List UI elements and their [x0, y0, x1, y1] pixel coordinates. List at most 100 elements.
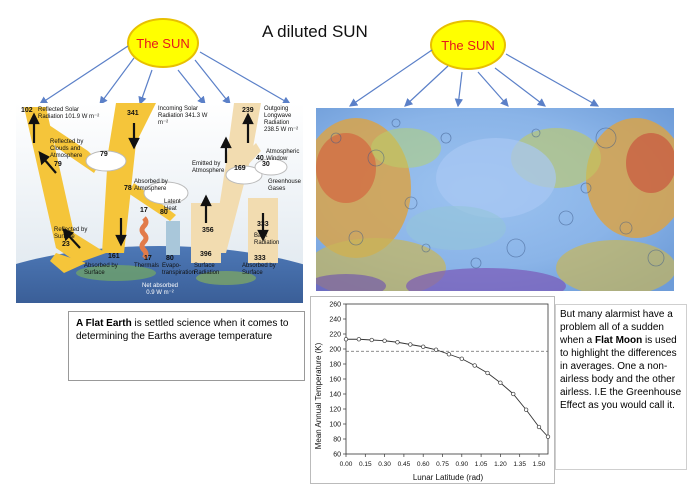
earth-diagram-graphic	[16, 103, 303, 303]
earth-value-239: 239	[242, 107, 254, 114]
temperature-data-point	[545, 434, 551, 439]
temperature-data-point	[369, 337, 374, 343]
greenhouse-gases-label: Greenhouse Gases	[268, 179, 302, 192]
earth-value-169: 169	[234, 165, 246, 172]
temperature-data-point	[382, 338, 387, 343]
temperature-data-point	[472, 363, 477, 368]
emitted-atmosphere-label: Emitted by Atmosphere	[192, 161, 225, 174]
x-tick-label: 1.20	[494, 461, 507, 468]
ray-arrow	[477, 71, 509, 107]
y-tick-label: 60	[333, 452, 341, 459]
back-radiation-label: Back Radiation	[254, 233, 280, 246]
temperature-data-point	[421, 344, 426, 349]
moon-map-graphic	[316, 108, 674, 291]
x-tick-label: 0.75	[436, 461, 449, 468]
latent-heat-label: Latent Heat	[164, 199, 181, 212]
reflected-clouds-label: Reflected by Clouds and Atmosphere	[50, 139, 84, 159]
chart-xlabel: Lunar Latitude (rad)	[413, 473, 484, 482]
reflected-solar-label: Reflected Solar Radiation 101.9 W m⁻²	[38, 107, 100, 120]
earth-value-161: 161	[108, 253, 120, 260]
y-tick-label: 220	[329, 332, 341, 339]
ray-arrow	[199, 51, 292, 105]
y-tick-label: 100	[329, 422, 341, 429]
ray-arrow	[505, 53, 600, 107]
sun-right-label: The SUN	[441, 37, 495, 53]
temperature-data-point	[498, 380, 503, 385]
y-tick-label: 120	[329, 407, 341, 414]
earth-value-17b: 17	[144, 255, 152, 262]
x-tick-label: 0.60	[417, 461, 430, 468]
absorbed-atmosphere-label: Absorbed by Atmosphere	[134, 179, 168, 192]
ray-arrow	[177, 69, 206, 105]
flat-moon-text-1: But many alarmist have a problem all of …	[560, 309, 673, 346]
sun-right: The SUN	[430, 20, 506, 70]
earth-value-79a: 79	[54, 161, 62, 168]
x-tick-label: 0.15	[359, 461, 372, 468]
earth-value-102: 102	[21, 107, 33, 114]
y-tick-label: 240	[329, 317, 341, 324]
temperature-data-point	[485, 370, 490, 376]
y-tick-label: 140	[329, 392, 341, 399]
y-tick-label: 180	[329, 362, 341, 369]
y-tick-label: 80	[333, 437, 341, 444]
flat-earth-textbox: A Flat Earth is settled science when it …	[68, 311, 305, 381]
earth-value-79b: 79	[100, 151, 108, 158]
earth-value-23: 23	[62, 241, 70, 248]
incoming-solar-band	[102, 103, 156, 253]
temperature-data-point	[395, 340, 400, 345]
ray-arrow	[494, 67, 546, 107]
y-tick-label: 160	[329, 377, 341, 384]
temperature-chart: 60 80 100 120 140 160 180 200 220 240 260 0.00 0.15 0…	[310, 296, 555, 484]
flat-earth-text: is settled science when it comes to dete…	[76, 318, 289, 342]
temperature-data-point	[446, 352, 452, 357]
outgoing-longwave-label: Outgoing Longwave Radiation 238.5 W m⁻²	[264, 106, 299, 133]
x-tick-label: 1.05	[475, 461, 488, 468]
flat-moon-textbox: But many alarmist have a problem all of …	[555, 304, 687, 470]
absorbed-surface-label-2: Absorbed by Surface	[242, 263, 276, 276]
reflected-surface-label: Reflected by Surface	[54, 227, 88, 240]
sun-rays	[38, 45, 600, 108]
x-tick-label: 0.90	[455, 461, 468, 468]
ray-arrow	[99, 57, 135, 105]
ray-arrow	[194, 59, 231, 105]
x-tick-label: 1.50	[533, 461, 546, 468]
earth-value-333a: 333	[257, 221, 269, 228]
temperature-data-point	[433, 347, 439, 352]
sun-left: The SUN	[127, 18, 199, 68]
earth-value-40: 40	[256, 155, 264, 162]
flat-earth-bold: A Flat Earth	[76, 318, 132, 329]
ray-arrow	[404, 65, 449, 107]
temperature-data-point	[459, 356, 464, 361]
earth-value-341: 341	[127, 110, 139, 117]
ray-arrow	[349, 49, 433, 107]
y-tick-label: 200	[329, 347, 341, 354]
evapotranspiration-label: Evapo-transpiration	[162, 263, 196, 276]
ray-arrow	[38, 45, 129, 105]
moon-temperature-map	[316, 108, 674, 291]
y-tick-label: 260	[329, 302, 341, 309]
temperature-chart-svg: 60 80 100 120 140 160 180 200 220 240 260 0.00 0.15 0…	[310, 296, 555, 484]
net-absorbed-label: Net absorbed 0.9 W m⁻²	[141, 283, 179, 296]
x-tick-label: 0.45	[398, 461, 411, 468]
ray-arrow	[454, 71, 464, 108]
x-tick-label: 1.35	[513, 461, 526, 468]
earth-value-333b: 333	[254, 255, 266, 262]
temperature-data-point	[523, 407, 529, 412]
flat-moon-bold: Flat Moon	[595, 335, 643, 346]
incoming-solar-label: Incoming Solar Radiation 341.3 W m⁻²	[158, 106, 208, 126]
sun-left-label: The SUN	[136, 35, 190, 51]
temperature-data-point	[343, 337, 349, 342]
earth-value-356: 356	[202, 227, 214, 234]
chart-ylabel: Mean Annual Temperature (K)	[314, 342, 323, 449]
temperature-data-point	[408, 342, 413, 347]
temperature-data-point	[356, 337, 362, 342]
x-tick-label: 0.30	[378, 461, 391, 468]
surface-radiation-label: Surface Radiation	[194, 263, 220, 276]
flat-moon-text-2: is used to highlight the differences in …	[560, 335, 682, 411]
thermals-label: Thermals	[134, 263, 160, 269]
earth-value-78: 78	[124, 185, 132, 192]
earth-value-80: 80	[160, 209, 168, 216]
x-tick-label: 0.00	[340, 461, 353, 468]
temperature-data-point	[511, 391, 516, 397]
earth-globe	[16, 246, 303, 303]
